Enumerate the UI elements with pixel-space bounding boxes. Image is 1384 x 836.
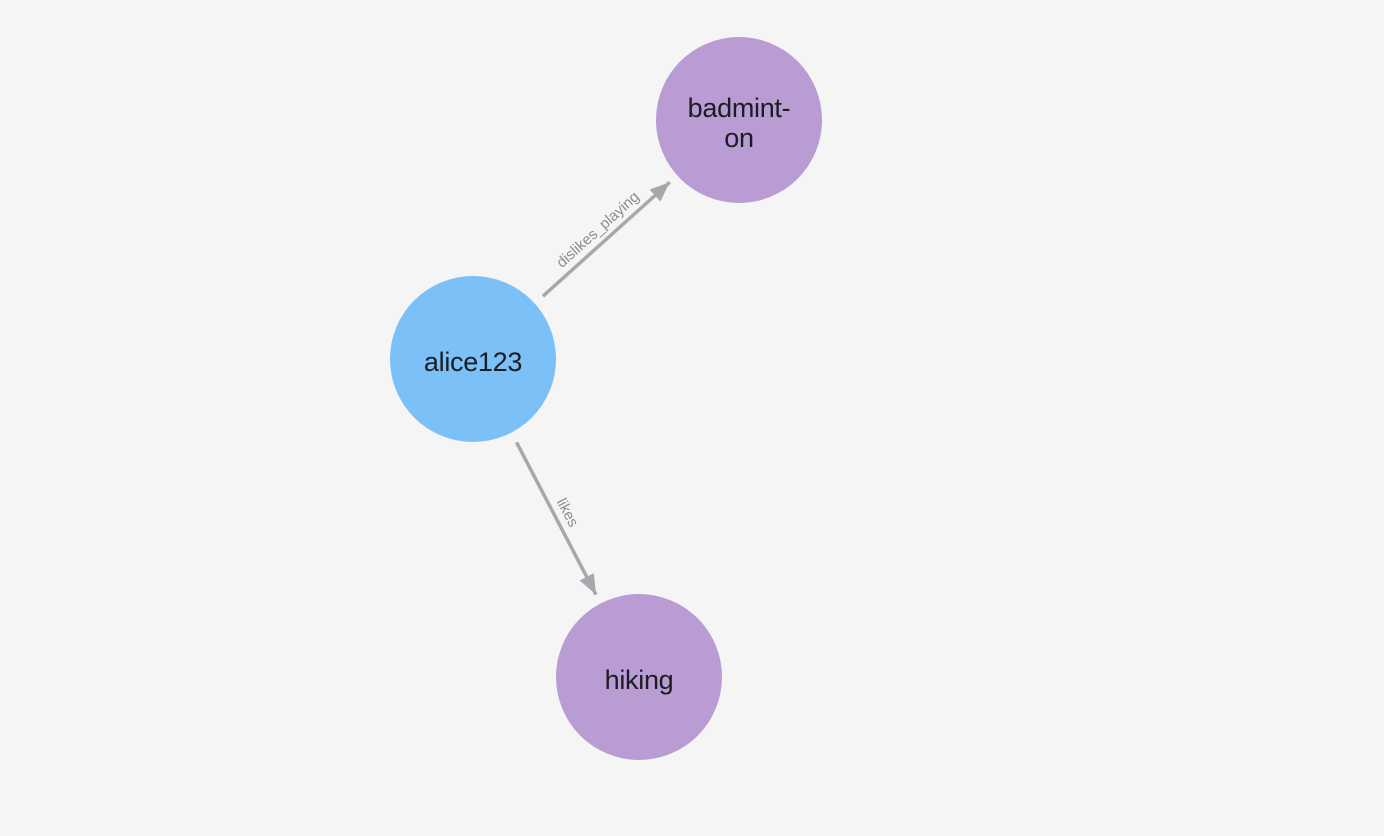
graph-node-hiking[interactable]: hiking [556, 594, 722, 760]
node-label: hiking [605, 665, 674, 695]
node-circle[interactable] [656, 37, 822, 203]
graph-edge-dislikes-playing[interactable]: dislikes_playing [541, 180, 671, 298]
edge-label: dislikes_playing [553, 188, 643, 271]
node-label: badmint-on [688, 93, 791, 153]
edge-line [541, 180, 671, 298]
node-circle[interactable] [556, 594, 722, 760]
node-label: alice123 [424, 347, 522, 377]
edge-label: likes [553, 495, 582, 529]
node-circle[interactable] [390, 276, 556, 442]
edge-line [514, 441, 598, 596]
graph-edge-likes[interactable]: likes [514, 441, 598, 596]
graph-node-alice123[interactable]: alice123 [390, 276, 556, 442]
graph-node-badminton[interactable]: badmint-on [656, 37, 822, 203]
